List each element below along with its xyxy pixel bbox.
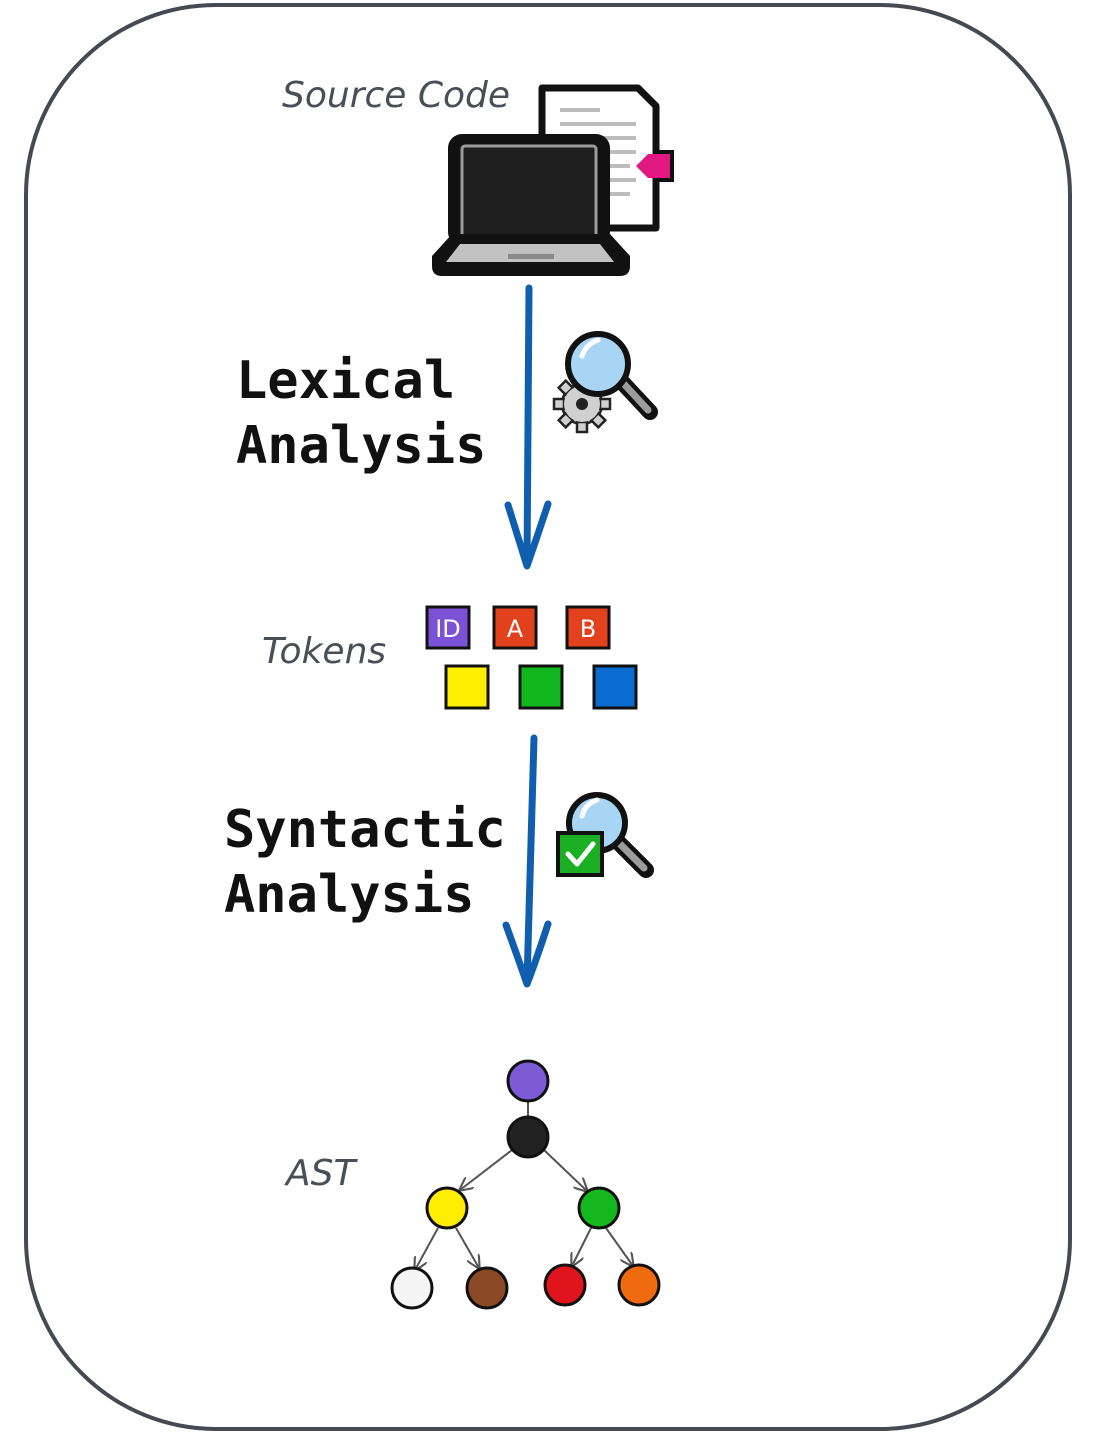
ast-tree xyxy=(390,1059,661,1310)
ast-edge xyxy=(455,1227,479,1268)
lexical-analysis-label-line2: Analysis xyxy=(236,416,486,476)
ast-node-left xyxy=(425,1186,469,1230)
token-id xyxy=(425,605,471,650)
ast-edge xyxy=(460,1149,513,1190)
tokens-grid: ID A B xyxy=(425,605,638,710)
outer-frame xyxy=(24,3,1072,1431)
tokens-label: Tokens xyxy=(262,631,386,672)
syntactic-arrow xyxy=(502,734,552,988)
ast-node-root xyxy=(506,1059,550,1103)
token-a xyxy=(492,605,538,650)
ast-node-right xyxy=(577,1186,621,1230)
ast-edge xyxy=(572,1227,592,1266)
ast-leaf-orange xyxy=(617,1263,661,1307)
source-code-label: Source Code xyxy=(282,75,510,116)
syntactic-analysis-label-line1: Syntactic xyxy=(224,800,506,860)
lexical-arrow xyxy=(504,284,552,570)
magnifier-gear-icon xyxy=(552,331,658,434)
syntactic-analysis-label-line2: Analysis xyxy=(224,865,474,925)
ast-edge xyxy=(415,1227,439,1270)
laptop-with-document-icon xyxy=(432,84,674,276)
token-b-label: B xyxy=(580,615,596,643)
token-a-label: A xyxy=(507,615,524,643)
ast-label: AST xyxy=(284,1153,358,1194)
ast-leaf-brown xyxy=(465,1266,509,1310)
lexical-analysis-label-line1: Lexical xyxy=(236,351,455,411)
ast-leaf-red xyxy=(543,1263,587,1307)
token-id-label: ID xyxy=(435,615,461,643)
token-b xyxy=(565,605,611,650)
ast-edge xyxy=(543,1149,587,1191)
token-blue xyxy=(592,664,638,710)
ast-edge xyxy=(605,1227,633,1266)
magnifier-checkbox-icon xyxy=(556,792,654,878)
ast-node-level1 xyxy=(506,1115,550,1159)
ast-leaf-white xyxy=(390,1266,434,1310)
token-yellow xyxy=(444,664,490,710)
token-green xyxy=(518,664,564,710)
